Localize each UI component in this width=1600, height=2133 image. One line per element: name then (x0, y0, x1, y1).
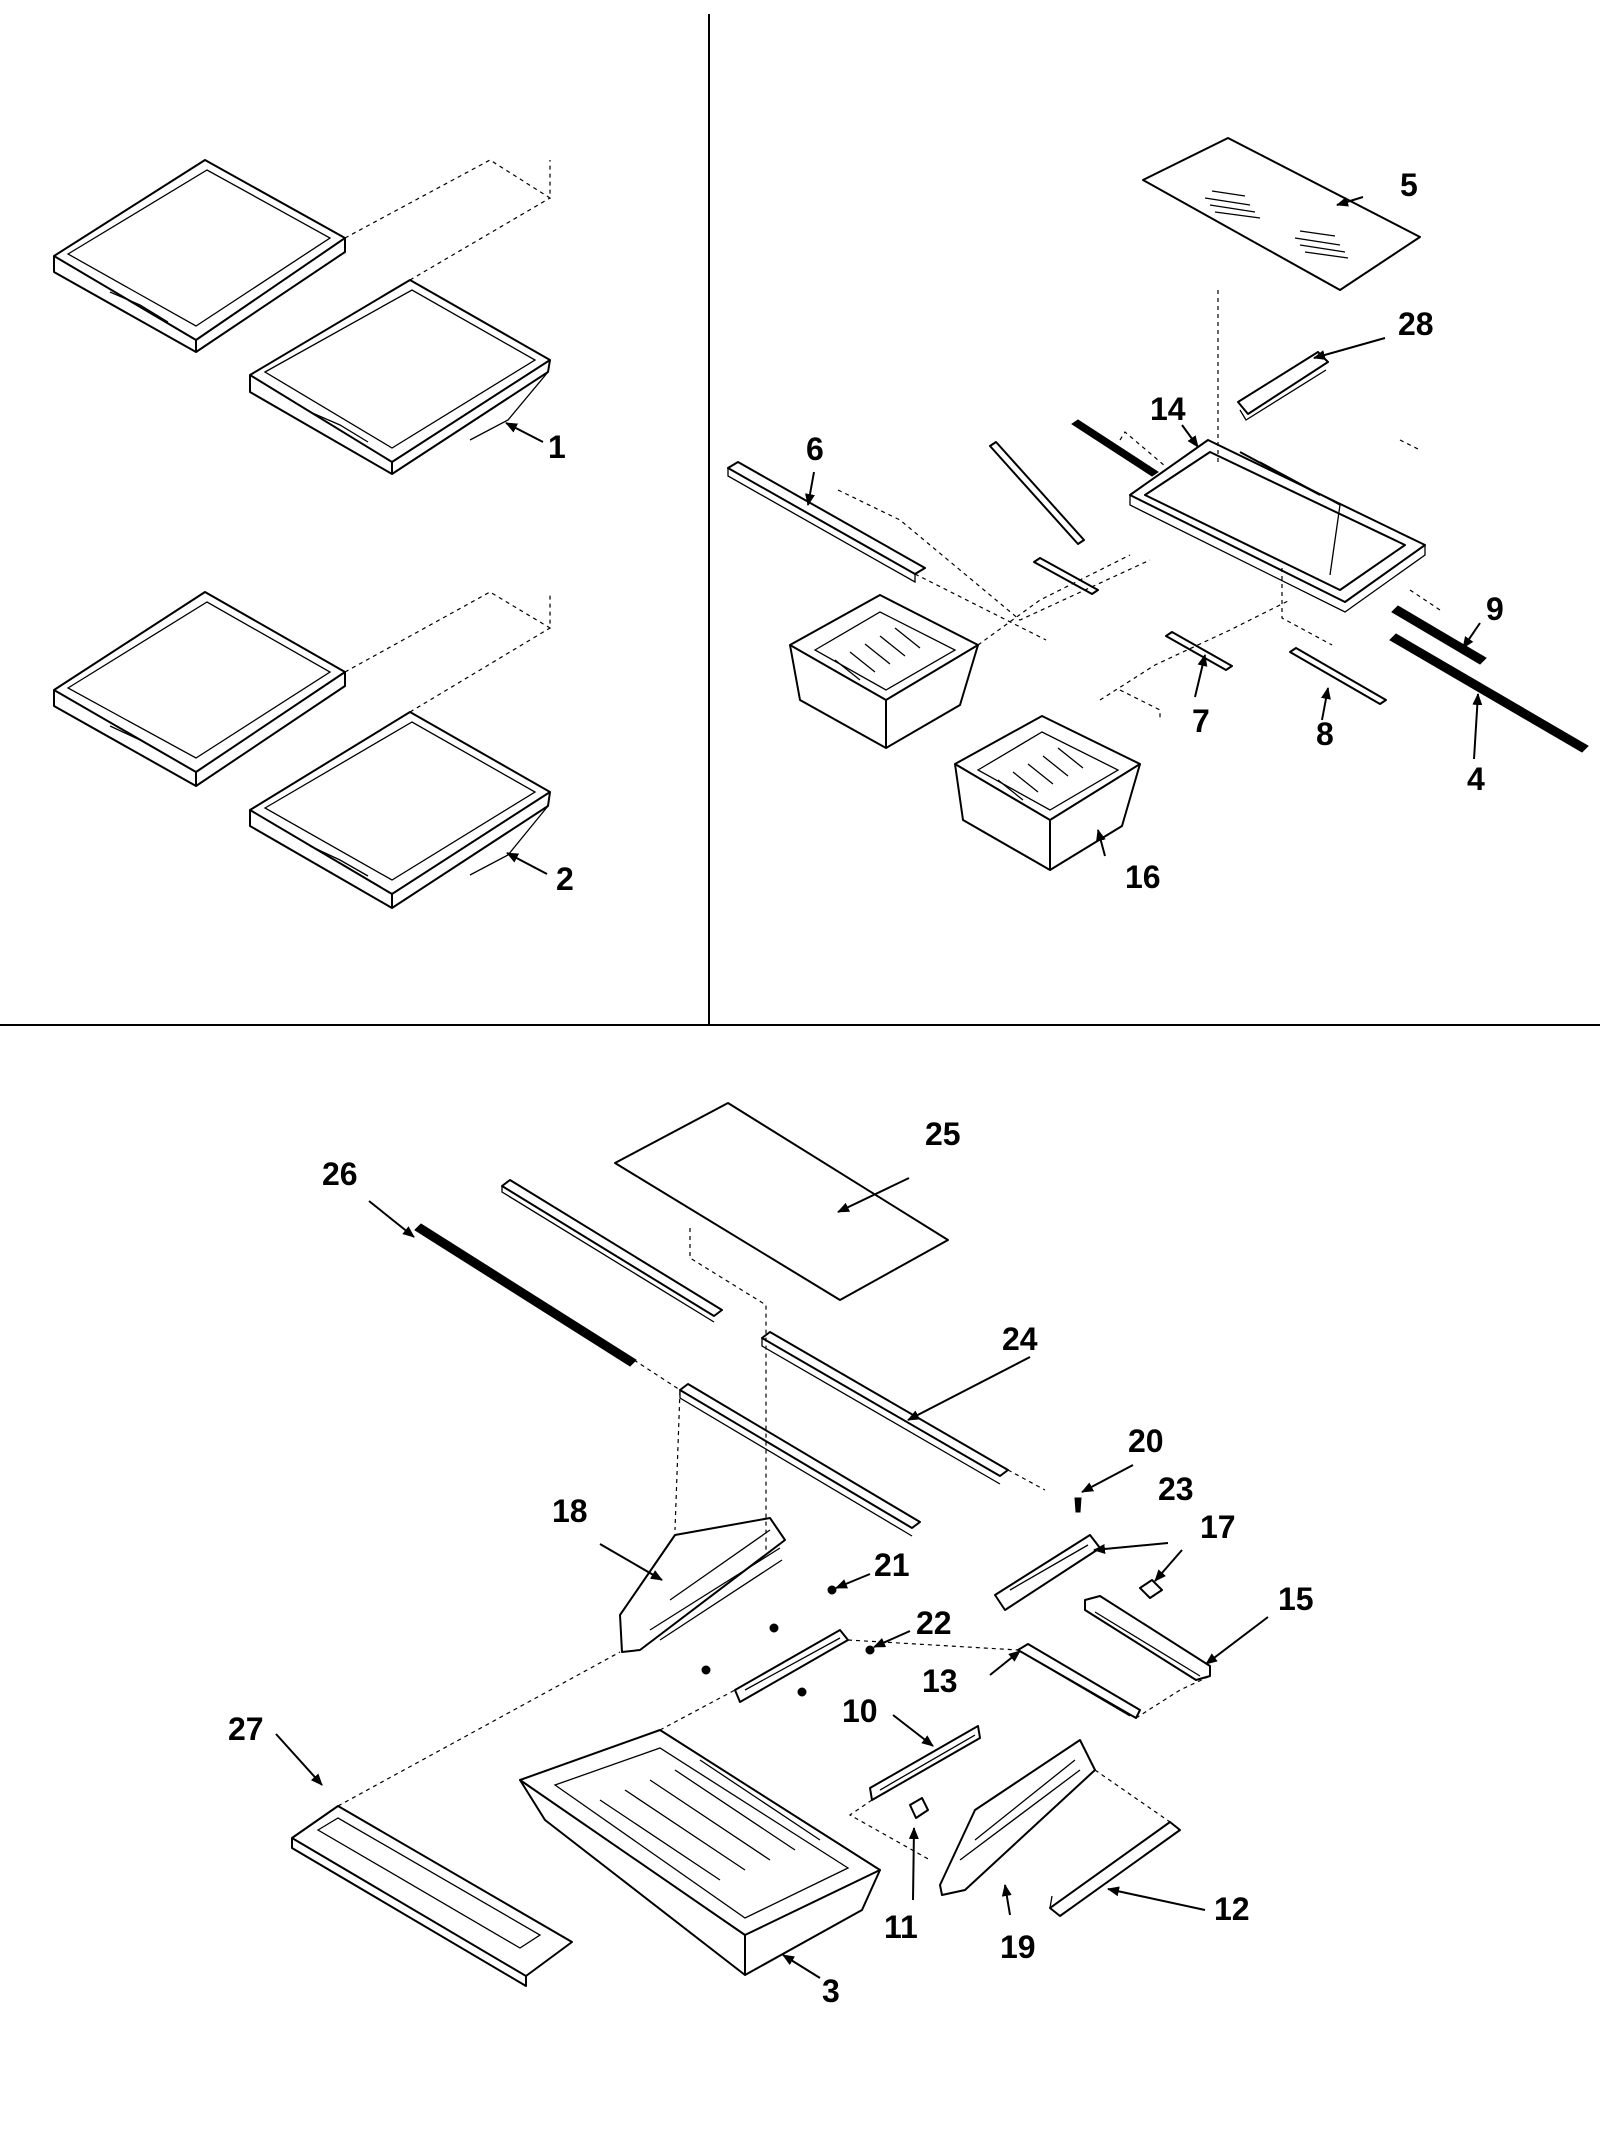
label-1: 1 (548, 429, 566, 465)
crisper-dashed-guides (837, 290, 1441, 720)
pan-3 (519, 1729, 881, 1976)
clip-11 (909, 1797, 929, 1819)
rail-4 (1389, 633, 1589, 753)
rail-9 (1391, 605, 1487, 665)
bracket-19 (939, 1739, 1096, 1896)
label-18: 18 (552, 1493, 588, 1529)
slide-15 (1084, 1595, 1211, 1681)
slide-10 (869, 1725, 981, 1801)
label-8: 8 (1316, 716, 1334, 752)
slide-left (734, 1629, 849, 1703)
label-21: 21 (874, 1547, 910, 1583)
label-27: 27 (228, 1711, 264, 1747)
label-12: 12 (1214, 1891, 1250, 1927)
label-25: 25 (925, 1116, 961, 1152)
rail-6 (727, 461, 926, 584)
label-28: 28 (1398, 306, 1434, 342)
handle-12 (1049, 1821, 1181, 1917)
label-23: 23 (1158, 1471, 1194, 1507)
crisper-drawer-back (789, 594, 979, 749)
label-13: 13 (922, 1663, 958, 1699)
label-7: 7 (1192, 703, 1210, 739)
label-10: 10 (842, 1693, 878, 1729)
label-17: 17 (1200, 1509, 1236, 1545)
rail-long-top (501, 1179, 723, 1323)
rod-8 (1289, 647, 1387, 705)
shelf-upper-back (53, 159, 346, 353)
rod-middle-left (989, 441, 1085, 545)
shelf-upper-front (249, 279, 551, 475)
rail-28 (1237, 351, 1329, 421)
label-22: 22 (916, 1605, 952, 1641)
label-20: 20 (1128, 1423, 1164, 1459)
shelf-lower-back (53, 591, 346, 787)
bracket-18 (619, 1517, 786, 1653)
crisper-drawer-front (954, 715, 1141, 871)
rail-13 (1017, 1643, 1141, 1719)
frame-14 (1129, 439, 1426, 613)
label-24: 24 (1002, 1321, 1038, 1357)
label-6: 6 (806, 431, 824, 467)
bracket-23 (994, 1534, 1101, 1611)
rail-long-lower (679, 1383, 921, 1537)
leader-lines (275, 196, 1483, 1979)
label-4: 4 (1467, 761, 1485, 797)
label-3: 3 (822, 1973, 840, 2009)
label-5: 5 (1400, 167, 1418, 203)
glass-panel-25 (614, 1102, 949, 1301)
shelf-dashed-guides (344, 159, 551, 713)
label-26: 26 (322, 1156, 358, 1192)
pan-dashed-guides (337, 1228, 1211, 1861)
label-16: 16 (1125, 859, 1161, 895)
glass-panel-5 (1142, 137, 1421, 291)
clip-7 (1165, 631, 1233, 671)
label-2: 2 (556, 861, 574, 897)
shelf-lower-front (249, 711, 551, 909)
rail-26 (414, 1223, 637, 1367)
clip-left (1033, 557, 1099, 595)
label-9: 9 (1486, 591, 1504, 627)
clip-17 (1139, 1579, 1163, 1599)
rod-upper-left (1071, 419, 1159, 477)
label-14: 14 (1150, 391, 1186, 427)
label-11: 11 (884, 1909, 918, 1945)
label-15: 15 (1278, 1581, 1314, 1617)
screws-center (701, 1585, 875, 1697)
screw-20 (1074, 1497, 1082, 1513)
part-labels: 1 2 5 28 14 6 9 7 8 4 16 25 26 24 20 23 … (228, 167, 1504, 2009)
pan-front-27 (291, 1805, 573, 1987)
label-19: 19 (1000, 1929, 1036, 1965)
